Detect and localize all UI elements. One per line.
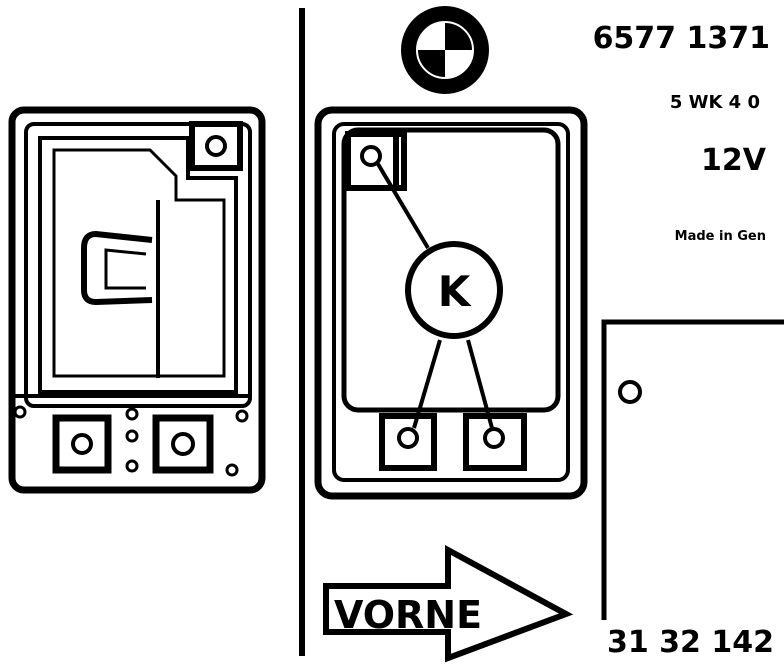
panel-edge-line [601, 319, 784, 620]
voltage-label: 12V [701, 143, 767, 178]
relay-connection-lines [376, 162, 494, 429]
relay-socket-outline [8, 106, 266, 494]
panel-mount-hole [618, 380, 642, 404]
drawing-number: 31 32 142 [607, 625, 774, 660]
relay-terminal-top [345, 131, 407, 191]
relay-socket-lower-terminal-right [152, 414, 214, 474]
relay-symbol-k: K [405, 241, 503, 339]
direction-arrow: VORNE [323, 544, 574, 663]
relay-body-outline [314, 106, 588, 500]
relay-socket-mount-holes [13, 405, 249, 477]
origin-label: Made in Gen [675, 229, 766, 244]
bmw-logo [401, 6, 489, 94]
relay-symbol-label: K [438, 267, 472, 316]
model-code: 5 WK 4 0 [670, 92, 760, 113]
relay-terminal-bottom-right [463, 413, 527, 471]
direction-arrow-label: VORNE [334, 593, 482, 637]
relay-terminal-bottom-left [379, 413, 437, 471]
relay-socket-corner-terminal [189, 121, 243, 171]
relay-socket-lower-terminal-left [52, 414, 112, 474]
part-number: 6577 1371 [593, 21, 770, 56]
